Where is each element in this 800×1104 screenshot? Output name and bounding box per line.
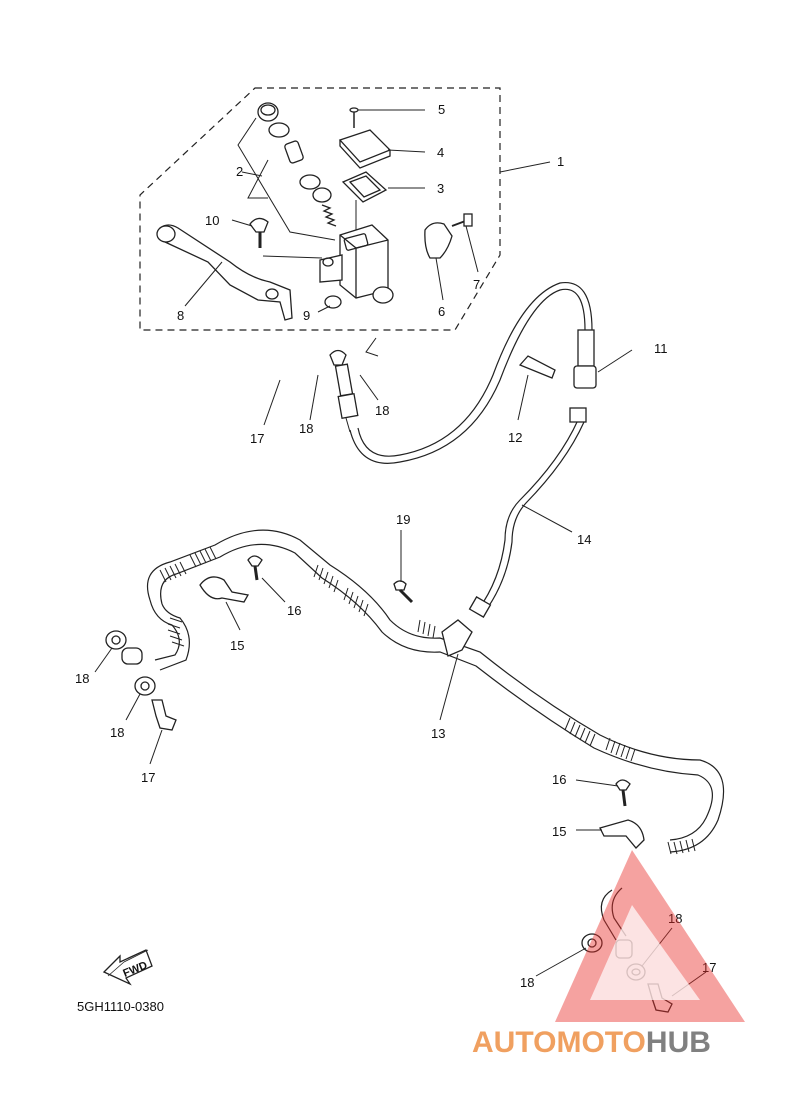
callout-17-left: 17 (141, 770, 155, 785)
callout-10: 10 (205, 213, 219, 228)
callout-18-left-top: 18 (75, 671, 89, 686)
callout-18-upper-right: 18 (375, 403, 389, 418)
hose-rib-left (159, 546, 217, 647)
callout-14: 14 (577, 532, 591, 547)
hose-joint (441, 619, 473, 657)
callout-19: 19 (396, 512, 410, 527)
callout-9: 9 (303, 308, 310, 323)
brake-lever (157, 224, 293, 321)
piston (284, 140, 304, 164)
callout-6: 6 (438, 304, 445, 319)
washer (134, 676, 156, 696)
callout-12: 12 (508, 430, 522, 445)
fwd-arrow: FWD (102, 949, 153, 986)
master-cylinder-assembly (156, 102, 473, 321)
callout-1: 1 (557, 154, 564, 169)
left-clamp (199, 576, 250, 603)
assembly-boundary (139, 87, 501, 331)
hose-clamp (518, 355, 556, 379)
callout-13: 13 (431, 726, 445, 741)
union-bolt (151, 699, 177, 731)
callout-labels: 1 2 3 4 5 6 7 8 9 10 11 12 13 14 15 15 1… (75, 102, 716, 990)
lever-bolt (249, 217, 269, 233)
brake-pipe (477, 419, 579, 611)
callout-8: 8 (177, 308, 184, 323)
callout-18-right-top: 18 (668, 911, 682, 926)
callout-18-upper-left: 18 (299, 421, 313, 436)
drawing-code: 5GH1110-0380 (77, 999, 164, 1014)
piston-cup (299, 174, 321, 190)
callout-18-left-bottom: 18 (110, 725, 124, 740)
callout-15-left: 15 (230, 638, 244, 653)
reservoir-cap (338, 129, 392, 163)
callout-3: 3 (437, 181, 444, 196)
callout-15-right: 15 (552, 824, 566, 839)
callout-18-right-bottom: 18 (520, 975, 534, 990)
hose-rib-middle (313, 564, 436, 639)
piston-spring (321, 204, 337, 227)
upper-brake-hose (329, 281, 597, 618)
washer (105, 630, 127, 650)
washer (581, 933, 603, 953)
logo-text-hub: HUB (646, 1026, 711, 1059)
logo-text: AUTOMOTOHUB (472, 1026, 711, 1059)
lever-nut (324, 295, 342, 309)
callout-17-upper: 17 (250, 431, 264, 446)
callout-16-right: 16 (552, 772, 566, 787)
holder (424, 222, 453, 259)
callout-5: 5 (438, 102, 445, 117)
automotohub-logo: AUTOMOTOHUB (472, 850, 745, 1059)
piston-cap (257, 102, 279, 122)
callout-11: 11 (654, 341, 668, 356)
diaphragm (341, 171, 388, 203)
leader-lines (94, 109, 707, 997)
callout-4: 4 (437, 145, 444, 160)
callout-7: 7 (473, 277, 480, 292)
hose-rib-right (564, 717, 696, 855)
logo-text-automoto: AUTOMOTO (472, 1026, 646, 1059)
callout-2: 2 (236, 164, 243, 179)
callout-17-right: 17 (702, 960, 716, 975)
right-clamp (599, 819, 645, 849)
callout-16-left: 16 (287, 603, 301, 618)
piston-seal (268, 122, 290, 138)
